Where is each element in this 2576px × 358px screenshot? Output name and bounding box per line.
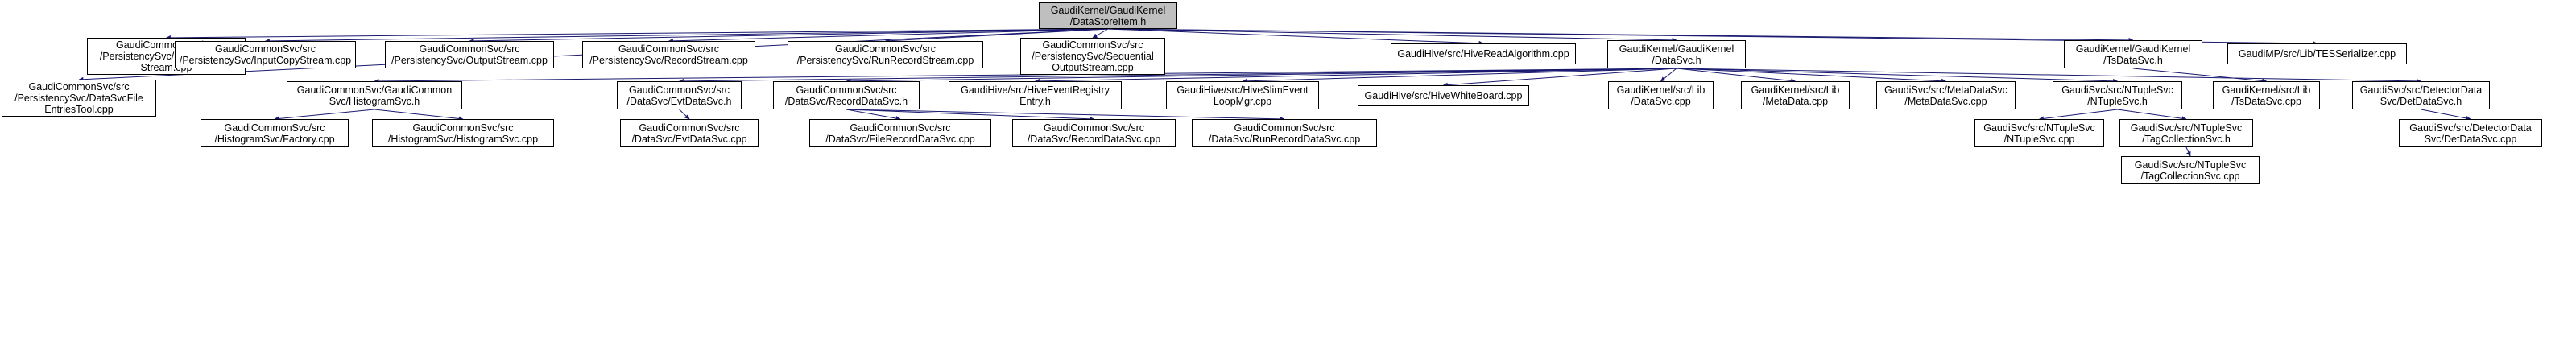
graph-node[interactable]: GaudiHive/src/HiveReadAlgorithm.cpp: [1391, 43, 1576, 64]
graph-edge: [846, 109, 1095, 121]
graph-node-label: GaudiCommonSvc/src /PersistencySvc/DataS…: [14, 81, 143, 115]
graph-edge: [2185, 146, 2191, 157]
graph-node[interactable]: GaudiCommonSvc/GaudiCommon Svc/Histogram…: [287, 81, 462, 109]
graph-node[interactable]: GaudiSvc/src/DetectorData Svc/DetDataSvc…: [2399, 119, 2542, 147]
graph-edge: [1242, 68, 1677, 84]
graph-node-label: GaudiSvc/src/NTupleSvc /TagCollectionSvc…: [2134, 158, 2247, 182]
graph-node-label: GaudiCommonSvc/src /DataSvc/RunRecordDat…: [1208, 121, 1361, 145]
graph-node-label: GaudiKernel/src/Lib /DataSvc.cpp: [1616, 84, 1706, 107]
graph-node[interactable]: GaudiMP/src/Lib/TESSerializer.cpp: [2227, 43, 2407, 64]
graph-node[interactable]: GaudiSvc/src/MetaDataSvc /MetaDataSvc.cp…: [1876, 81, 2016, 109]
graph-edge: [1092, 28, 1109, 39]
graph-node[interactable]: GaudiSvc/src/DetectorData Svc/DetDataSvc…: [2352, 81, 2490, 109]
graph-edge: [678, 68, 1677, 84]
graph-node-label: GaudiCommonSvc/src /DataSvc/FileRecordDa…: [825, 121, 975, 145]
graph-node[interactable]: GaudiSvc/src/NTupleSvc /NTupleSvc.cpp: [1974, 119, 2104, 147]
graph-edge: [2421, 109, 2471, 121]
graph-node[interactable]: GaudiCommonSvc/src /DataSvc/FileRecordDa…: [809, 119, 991, 147]
graph-node-label: GaudiMP/src/Lib/TESSerializer.cpp: [2238, 48, 2396, 60]
graph-edge: [165, 28, 1109, 40]
graph-node[interactable]: GaudiCommonSvc/src /DataSvc/RecordDataSv…: [773, 81, 920, 109]
graph-node[interactable]: GaudiKernel/src/Lib /TsDataSvc.cpp: [2213, 81, 2320, 109]
graph-node-label: GaudiCommonSvc/GaudiCommon Svc/Histogram…: [296, 84, 453, 107]
graph-edge: [1676, 68, 1947, 84]
graph-edge: [1676, 68, 2422, 84]
graph-node[interactable]: GaudiCommonSvc/src /PersistencySvc/Seque…: [1020, 38, 1165, 75]
graph-edge: [274, 109, 375, 121]
graph-edge: [1660, 68, 1677, 82]
graph-edge: [469, 28, 1109, 43]
graph-edge: [2132, 68, 2268, 84]
graph-edge: [264, 28, 1109, 43]
graph-node-label: GaudiCommonSvc/src /DataSvc/EvtDataSvc.h: [626, 84, 732, 107]
graph-edge: [1107, 28, 1677, 43]
graph-edge: [846, 109, 1285, 121]
graph-node[interactable]: GaudiCommonSvc/src /DataSvc/EvtDataSvc.c…: [620, 119, 759, 147]
graph-node-label: GaudiCommonSvc/src /HistogramSvc/Factory…: [214, 121, 335, 145]
graph-node-label: GaudiSvc/src/DetectorData Svc/DetDataSvc…: [2409, 121, 2532, 145]
graph-node[interactable]: GaudiKernel/src/Lib /DataSvc.cpp: [1608, 81, 1714, 109]
graph-node-label: GaudiHive/src/HiveReadAlgorithm.cpp: [1397, 48, 1569, 60]
graph-node-root[interactable]: GaudiKernel/GaudiKernel /DataStoreItem.h: [1039, 2, 1177, 29]
graph-node-label: GaudiKernel/src/Lib /TsDataSvc.cpp: [2222, 84, 2311, 107]
graph-node-label: GaudiKernel/GaudiKernel /DataStoreItem.h: [1050, 4, 1166, 27]
graph-node[interactable]: GaudiKernel/GaudiKernel /TsDataSvc.h: [2064, 40, 2202, 68]
graph-node[interactable]: GaudiCommonSvc/src /DataSvc/RecordDataSv…: [1012, 119, 1176, 147]
graph-edge: [1676, 68, 2119, 84]
graph-edge: [1676, 68, 1797, 84]
graph-node-label: GaudiCommonSvc/src /HistogramSvc/Histogr…: [387, 121, 539, 145]
graph-node[interactable]: GaudiCommonSvc/src /PersistencySvc/RunRe…: [788, 41, 983, 68]
graph-edge: [846, 68, 1677, 84]
graph-node-label: GaudiCommonSvc/src /PersistencySvc/Input…: [179, 43, 352, 66]
graph-node-label: GaudiKernel/GaudiKernel /DataSvc.h: [1619, 43, 1735, 66]
graph-node[interactable]: GaudiCommonSvc/src /HistogramSvc/Factory…: [201, 119, 349, 147]
graph-node[interactable]: GaudiCommonSvc/src /DataSvc/EvtDataSvc.h: [617, 81, 742, 109]
graph-node[interactable]: GaudiCommonSvc/src /PersistencySvc/Recor…: [582, 41, 755, 68]
graph-node[interactable]: GaudiHive/src/HiveSlimEvent LoopMgr.cpp: [1166, 81, 1319, 109]
graph-node-label: GaudiCommonSvc/src /PersistencySvc/Seque…: [1032, 39, 1154, 73]
graph-node-label: GaudiHive/src/HiveSlimEvent LoopMgr.cpp: [1176, 84, 1309, 107]
graph-node[interactable]: GaudiCommonSvc/src /PersistencySvc/DataS…: [2, 80, 156, 117]
graph-node[interactable]: GaudiHive/src/HiveEventRegistry Entry.h: [949, 81, 1122, 109]
graph-edge: [1107, 28, 2134, 43]
graph-node[interactable]: GaudiSvc/src/NTupleSvc /TagCollectionSvc…: [2119, 119, 2253, 147]
graph-edge: [2117, 109, 2187, 121]
graph-node[interactable]: GaudiCommonSvc/src /PersistencySvc/Outpu…: [385, 41, 554, 68]
graph-edge: [679, 109, 690, 120]
graph-node-label: GaudiSvc/src/NTupleSvc /TagCollectionSvc…: [2130, 121, 2243, 145]
graph-edge: [846, 109, 901, 121]
graph-node-label: GaudiSvc/src/MetaDataSvc /MetaDataSvc.cp…: [1884, 84, 2007, 107]
graph-edge: [374, 109, 464, 121]
graph-node[interactable]: GaudiCommonSvc/src /DataSvc/RunRecordDat…: [1192, 119, 1377, 147]
graph-node[interactable]: GaudiSvc/src/NTupleSvc /TagCollectionSvc…: [2121, 156, 2260, 184]
graph-node[interactable]: GaudiKernel/src/Lib /MetaData.cpp: [1741, 81, 1850, 109]
graph-node-label: GaudiHive/src/HiveEventRegistry Entry.h: [961, 84, 1110, 107]
graph-node-label: GaudiKernel/GaudiKernel /TsDataSvc.h: [2075, 43, 2191, 66]
graph-node-label: GaudiKernel/src/Lib /MetaData.cpp: [1751, 84, 1840, 107]
graph-node[interactable]: GaudiSvc/src/NTupleSvc /NTupleSvc.h: [2053, 81, 2182, 109]
graph-node-label: GaudiSvc/src/DetectorData Svc/DetDataSvc…: [2359, 84, 2483, 107]
graph-node-label: GaudiCommonSvc/src /PersistencySvc/Recor…: [589, 43, 748, 66]
graph-node[interactable]: GaudiCommonSvc/src /PersistencySvc/Input…: [175, 41, 356, 68]
graph-node-label: GaudiCommonSvc/src /DataSvc/RecordDataSv…: [784, 84, 908, 107]
graph-node-label: GaudiCommonSvc/src /PersistencySvc/Outpu…: [391, 43, 548, 66]
graph-node-label: GaudiCommonSvc/src /PersistencySvc/RunRe…: [796, 43, 974, 66]
graph-node-label: GaudiSvc/src/NTupleSvc /NTupleSvc.h: [2061, 84, 2173, 107]
graph-node-label: GaudiCommonSvc/src /DataSvc/EvtDataSvc.c…: [631, 121, 747, 145]
graph-node-label: GaudiCommonSvc/src /DataSvc/RecordDataSv…: [1027, 121, 1161, 145]
graph-edge: [2038, 109, 2118, 121]
graph-node[interactable]: GaudiKernel/GaudiKernel /DataSvc.h: [1607, 40, 1746, 68]
graph-node-label: GaudiHive/src/HiveWhiteBoard.cpp: [1364, 90, 1523, 101]
graph-node-label: GaudiSvc/src/NTupleSvc /NTupleSvc.cpp: [1983, 121, 2095, 145]
graph-node[interactable]: GaudiHive/src/HiveWhiteBoard.cpp: [1358, 85, 1529, 106]
graph-node[interactable]: GaudiCommonSvc/src /HistogramSvc/Histogr…: [372, 119, 554, 147]
